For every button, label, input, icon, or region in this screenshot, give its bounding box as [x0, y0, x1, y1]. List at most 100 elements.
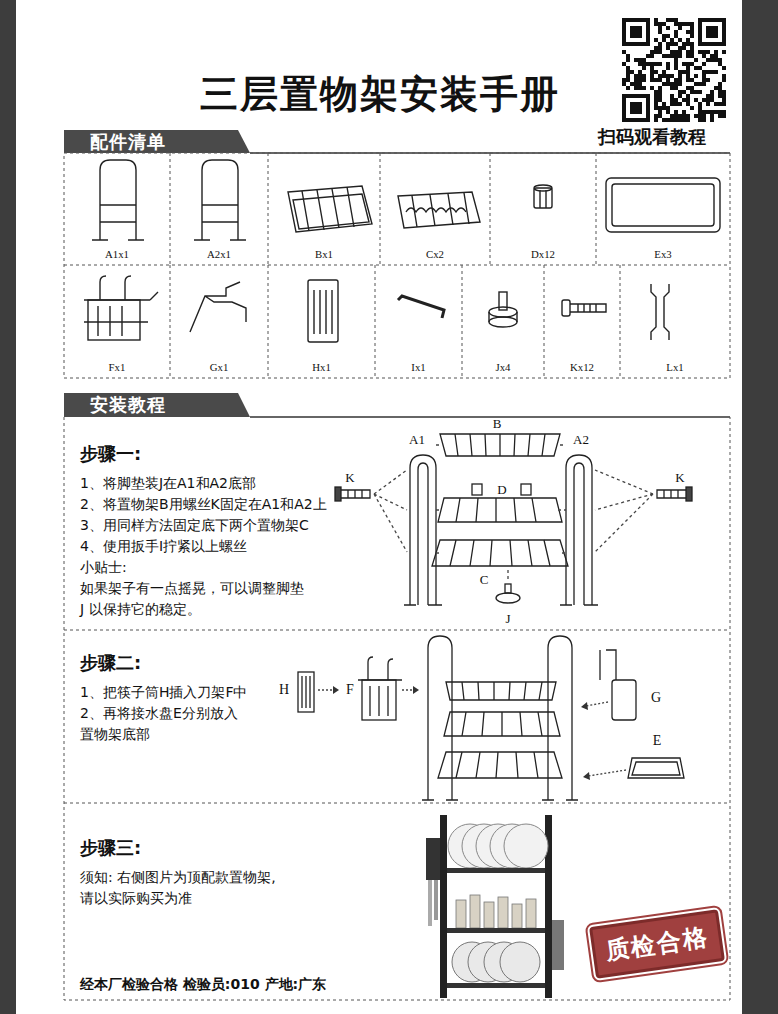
step-two-figure [302, 676, 310, 708]
step-two-figure [413, 686, 419, 694]
part-letter: B [493, 416, 502, 432]
qr-code [654, 38, 658, 42]
qr-code [638, 78, 642, 82]
qr-code [674, 118, 678, 122]
qr-code [658, 78, 662, 82]
parts-grid [620, 265, 621, 378]
step-two-figure [586, 702, 608, 706]
qr-code [698, 102, 702, 106]
qr-code [678, 90, 682, 94]
step-box: 步骤二:1、把筷子筒H插入刀架F中2、再将接水盘E分别放入 置物架底部 [64, 630, 730, 803]
qr-code [654, 62, 658, 66]
step-one-figure [456, 498, 536, 522]
step-heading: 步骤二: [80, 652, 141, 674]
qr-code [646, 62, 650, 66]
qr-code [638, 70, 642, 74]
qr-code [690, 22, 694, 26]
step-two-figure [612, 680, 636, 720]
step-two-figure [444, 712, 560, 736]
section-tab [64, 130, 250, 417]
qr-code [654, 78, 658, 82]
steps-frame [64, 417, 730, 1000]
part-letter: G [651, 690, 661, 707]
step-three-photo [498, 897, 508, 928]
part-icon [398, 296, 444, 318]
qr-code [710, 54, 714, 58]
section-tab [64, 130, 250, 153]
qr-code [710, 110, 714, 114]
qr-code [714, 86, 718, 90]
qr-code [658, 26, 662, 30]
qr-code [706, 50, 710, 54]
qr-code [678, 118, 682, 122]
part-letter: K [675, 470, 684, 486]
part-icon [606, 178, 720, 232]
part-letter: K [345, 470, 354, 486]
part-letter: A1 [409, 432, 425, 448]
step-two-figure [298, 636, 684, 800]
qr-code [718, 110, 722, 114]
page-title: 三层置物架安装手册 [0, 70, 760, 118]
qr-code [638, 74, 642, 78]
part-icon [398, 192, 480, 228]
qr-code [662, 118, 666, 122]
step-three-photo [440, 815, 447, 998]
parts-grid [64, 153, 730, 378]
part-label: A1x1 [64, 248, 170, 260]
part-letter: A2 [573, 432, 589, 448]
qr-code [670, 18, 674, 22]
qr-code [666, 62, 670, 66]
step-two-figure [333, 686, 590, 780]
qr-code [626, 66, 630, 70]
part-cell: Ex3 [596, 153, 730, 265]
part-label: Fx1 [64, 361, 170, 373]
qr-code [630, 26, 642, 38]
step-one-figure [432, 540, 568, 566]
step-three-photo [456, 895, 536, 928]
qr-code [710, 58, 714, 62]
step-text: 1、把筷子筒H插入刀架F中 [80, 682, 248, 703]
qr-code [686, 118, 690, 122]
qr-code [682, 70, 686, 74]
qr-code [714, 70, 718, 74]
qr-code [706, 26, 718, 38]
qr-code [650, 50, 654, 54]
step-one-figure [374, 470, 407, 552]
step-heading: 步骤一: [80, 443, 141, 465]
qr-code [722, 78, 726, 82]
qr-code [706, 78, 710, 82]
part-icon [194, 205, 246, 240]
qr-code [674, 110, 678, 114]
qr-code [722, 102, 726, 106]
qr-code [702, 110, 706, 114]
step-three-photo [484, 902, 494, 928]
step-two-figure [606, 650, 616, 680]
qr-code [650, 74, 654, 78]
qr-code [630, 82, 634, 86]
part-cell: Kx12 [544, 265, 620, 378]
section-heading: 安装教程 [64, 393, 166, 416]
section-rule [250, 153, 730, 417]
qr-code [654, 90, 658, 94]
qr-code [658, 42, 662, 46]
qr-code [638, 58, 642, 62]
step-two-figure [456, 752, 538, 778]
qr-code [654, 118, 658, 122]
part-icon [92, 205, 144, 240]
qr-code [670, 98, 674, 102]
part-label: Lx1 [620, 361, 730, 373]
step-two-figure [422, 799, 578, 800]
qr-code [702, 78, 706, 82]
qr-code [702, 74, 706, 78]
qr-code [642, 66, 646, 70]
qr-code [674, 98, 678, 102]
step-text: 小贴士: [80, 557, 127, 578]
step-three-photo [447, 868, 545, 873]
qr-code [706, 110, 710, 114]
qr-code [678, 102, 682, 106]
step-three-photo [552, 920, 564, 970]
step-two-figure [298, 672, 314, 712]
steps-frame [64, 803, 730, 804]
qr-code [654, 102, 658, 106]
